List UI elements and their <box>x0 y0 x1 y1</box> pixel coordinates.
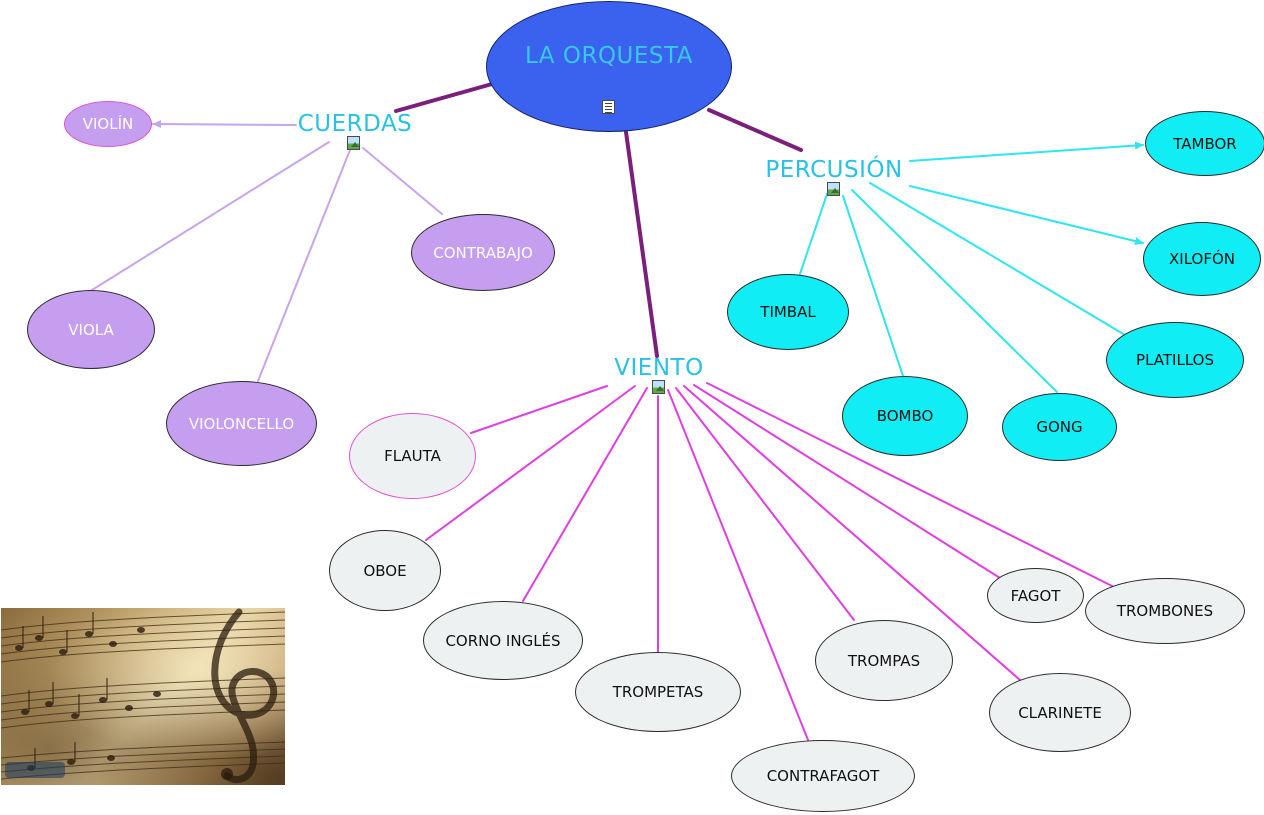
link-percusion-timbal <box>799 193 828 275</box>
node-trompas[interactable]: TROMPAS <box>815 620 953 701</box>
link-viento-contrafagot <box>667 389 809 741</box>
node-contrabajo[interactable]: CONTRABAJO <box>411 214 555 291</box>
node-xilofon[interactable]: XILOFÓN <box>1143 222 1261 296</box>
node-corno-ingles-label: CORNO INGLÉS <box>445 631 561 650</box>
node-platillos-label: PLATILLOS <box>1136 351 1214 369</box>
node-violin[interactable]: VIOLÍN <box>64 101 152 147</box>
node-trompas-label: TROMPAS <box>847 651 921 670</box>
link-viento-trompas <box>675 387 855 621</box>
link-viento-clarinete <box>683 385 1021 681</box>
node-contrabajo-label: CONTRABAJO <box>433 243 533 262</box>
node-fagot-label: FAGOT <box>1010 586 1061 605</box>
node-bombo[interactable]: BOMBO <box>842 376 968 456</box>
node-viola-label: VIOLA <box>68 320 114 339</box>
link-root-percusion <box>707 108 803 152</box>
node-viola[interactable]: VIOLA <box>27 290 155 369</box>
node-bombo-label: BOMBO <box>876 407 934 425</box>
node-clarinete[interactable]: CLARINETE <box>989 673 1131 752</box>
link-viento-oboe <box>425 385 636 541</box>
node-oboe[interactable]: OBOE <box>329 530 441 611</box>
node-fagot[interactable]: FAGOT <box>987 568 1084 623</box>
category-viento[interactable]: VIENTO <box>614 355 704 381</box>
root-label: LA ORQUESTA <box>524 42 694 69</box>
link-viento-fagot <box>693 384 1001 579</box>
link-percusion-gong <box>851 189 1058 393</box>
node-timbal[interactable]: TIMBAL <box>727 274 849 350</box>
link-cuerdas-violin <box>152 120 297 129</box>
link-cuerdas-violoncello <box>257 149 351 382</box>
node-corno-ingles[interactable]: CORNO INGLÉS <box>423 601 583 680</box>
node-tambor[interactable]: TAMBOR <box>1145 111 1264 176</box>
image-icon-percusion[interactable] <box>827 182 840 196</box>
node-flauta[interactable]: FLAUTA <box>349 413 476 499</box>
link-viento-corno-ingles <box>522 387 648 602</box>
link-root-cuerdas <box>394 82 494 113</box>
node-platillos[interactable]: PLATILLOS <box>1106 322 1244 398</box>
node-violin-label: VIOLÍN <box>82 115 134 133</box>
node-violoncello[interactable]: VIOLONCELLO <box>166 381 317 466</box>
link-viento-flauta <box>470 385 608 434</box>
category-percusion[interactable]: PERCUSIÓN <box>765 157 903 183</box>
node-violoncello-label: VIOLONCELLO <box>188 414 295 433</box>
link-percusion-xilofon <box>909 185 1144 245</box>
node-tambor-label: TAMBOR <box>1173 134 1237 153</box>
node-gong[interactable]: GONG <box>1002 393 1117 461</box>
category-cuerdas[interactable]: CUERDAS <box>297 111 413 137</box>
music-sheet-treble-clef-photo <box>1 608 285 785</box>
link-cuerdas-viola <box>91 141 330 291</box>
node-trombones[interactable]: TROMBONES <box>1085 578 1245 644</box>
node-timbal-label: TIMBAL <box>760 303 816 321</box>
link-percusion-tambor <box>909 141 1144 162</box>
node-trompetas[interactable]: TROMPETAS <box>575 652 741 732</box>
node-clarinete-label: CLARINETE <box>1018 703 1102 722</box>
node-contrafagot-label: CONTRAFAGOT <box>766 767 880 785</box>
link-percusion-platillos <box>869 182 1126 336</box>
node-gong-label: GONG <box>1036 418 1083 436</box>
link-root-viento <box>624 130 659 358</box>
link-cuerdas-contrabajo <box>362 147 443 215</box>
node-flauta-label: FLAUTA <box>384 447 441 465</box>
treble-clef-mark <box>211 608 278 783</box>
node-trombones-label: TROMBONES <box>1116 602 1214 620</box>
node-trompetas-label: TROMPETAS <box>612 683 704 701</box>
document-icon[interactable] <box>602 100 615 114</box>
node-oboe-label: OBOE <box>363 561 407 580</box>
link-viento-trombones <box>706 382 1113 587</box>
image-icon-viento[interactable] <box>652 380 665 394</box>
link-percusion-bombo <box>842 195 904 377</box>
music-sheet-drawing <box>1 608 285 783</box>
image-icon-cuerdas[interactable] <box>347 136 360 150</box>
node-contrafagot[interactable]: CONTRAFAGOT <box>731 740 915 812</box>
node-xilofon-label: XILOFÓN <box>1169 250 1235 268</box>
